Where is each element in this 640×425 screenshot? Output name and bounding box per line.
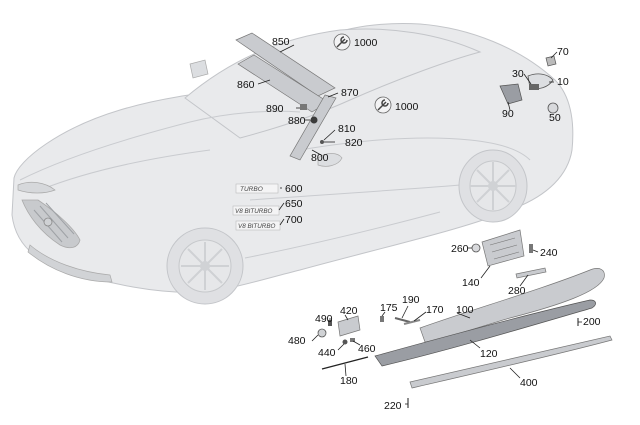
part-420 — [337, 315, 361, 337]
callout-200: 200 — [583, 316, 601, 328]
callout-440: 440 — [318, 347, 336, 359]
callout-190: 190 — [402, 294, 420, 306]
part-30 — [529, 84, 539, 90]
part-460 — [350, 338, 355, 342]
callout-860: 860 — [237, 79, 255, 91]
part-260 — [471, 243, 481, 253]
leader-lines — [257, 44, 582, 405]
callout-400: 400 — [520, 377, 538, 389]
callout-70: 70 — [557, 46, 569, 58]
callout-280: 280 — [508, 285, 526, 297]
callout-180: 180 — [340, 375, 358, 387]
callout-420: 420 — [340, 305, 358, 317]
callout-220: 220 — [384, 400, 402, 412]
callout-490: 490 — [315, 313, 333, 325]
parts-upper — [235, 32, 559, 161]
callout-880: 880 — [288, 115, 306, 127]
callout-50: 50 — [549, 112, 561, 124]
callout-890: 890 — [266, 103, 284, 115]
callout-850: 850 — [272, 36, 290, 48]
part-800 — [289, 94, 337, 161]
callout-700: 700 — [285, 214, 303, 226]
part-70 — [545, 55, 557, 67]
callout-650: 650 — [285, 198, 303, 210]
part-50 — [547, 102, 559, 114]
callout-140: 140 — [462, 277, 480, 289]
part-490 — [328, 320, 332, 326]
callout-1000-top: 1000 — [354, 37, 378, 49]
part-880 — [310, 116, 318, 124]
fender-badges: TURBO V8 BITURBO V8 BITURBO — [232, 183, 281, 231]
part-890 — [300, 104, 307, 110]
callout-260: 260 — [451, 243, 469, 255]
callout-240: 240 — [540, 247, 558, 259]
callout-100: 100 — [456, 304, 474, 316]
callout-120: 120 — [480, 348, 498, 360]
part-480 — [317, 328, 327, 338]
part-140 — [481, 229, 525, 267]
callout-10: 10 — [557, 76, 569, 88]
part-120 — [374, 299, 596, 367]
part-180 — [321, 356, 369, 370]
car-illustration: TURBO V8 BITURBO V8 BITURBO — [11, 23, 574, 305]
part-240 — [529, 244, 533, 253]
part-810 — [320, 140, 324, 144]
part-170 — [403, 319, 421, 325]
callout-1000-mid: 1000 — [395, 101, 419, 113]
callout-820: 820 — [345, 137, 363, 149]
part-90 — [499, 83, 523, 105]
callout-90: 90 — [502, 108, 514, 120]
part-175 — [380, 316, 384, 322]
part-440 — [342, 339, 348, 345]
callout-600: 600 — [285, 183, 303, 195]
callout-labels: 850 1000 860 870 890 1000 880 810 820 80… — [237, 36, 601, 412]
wrench-icon — [374, 96, 392, 114]
part-400 — [409, 335, 613, 389]
callout-480: 480 — [288, 335, 306, 347]
badge-v8-biturbo-2: V8 BITURBO — [238, 223, 276, 230]
part-190 — [394, 317, 411, 323]
wrench-icon — [333, 33, 351, 51]
badge-turbo: TURBO — [240, 186, 263, 193]
part-850 — [235, 32, 336, 97]
rear-wheel — [458, 149, 528, 223]
callout-810: 810 — [338, 123, 356, 135]
callout-460: 460 — [358, 343, 376, 355]
callout-170: 170 — [426, 304, 444, 316]
parts-side-skirt — [317, 229, 613, 408]
badge-v8-biturbo-1: V8 BITURBO — [235, 208, 273, 215]
callout-175: 175 — [380, 302, 398, 314]
callout-870: 870 — [341, 87, 359, 99]
front-wheel — [166, 227, 244, 305]
callout-800: 800 — [311, 152, 329, 164]
callout-30: 30 — [512, 68, 524, 80]
part-280 — [515, 267, 547, 279]
